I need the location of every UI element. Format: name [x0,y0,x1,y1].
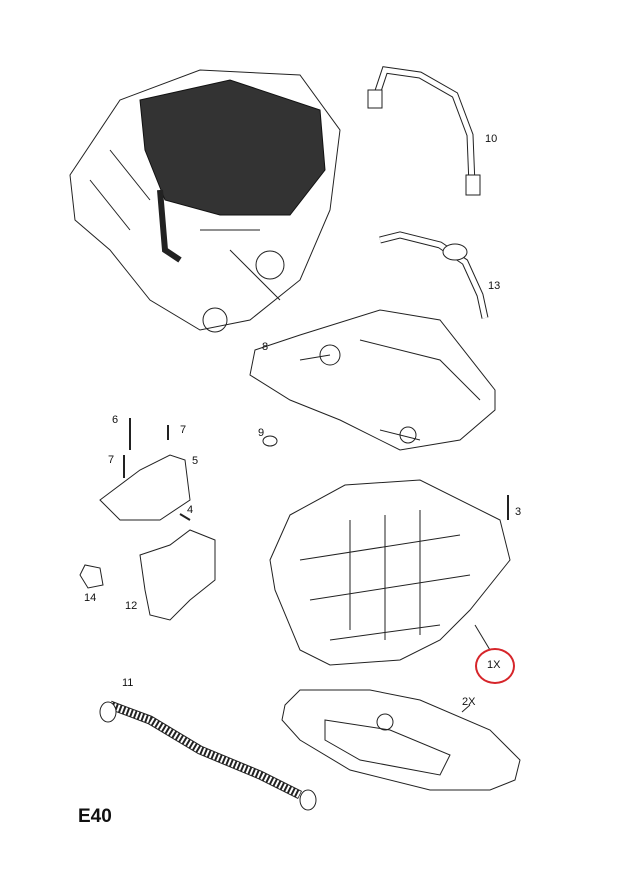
callout-1: 1X [487,659,501,671]
callout-14: 14 [84,592,97,604]
callout-13: 13 [488,280,501,292]
diagram-code: E40 [78,806,112,827]
callout-12: 12 [125,600,138,612]
callout-9: 9 [258,427,265,439]
engine-cover-8 [249,309,496,451]
highlight-circle [475,648,515,684]
callout-8: 8 [262,341,269,353]
callout-7-bottom: 7 [108,454,115,466]
callout-5: 5 [192,455,199,467]
callout-7-top: 7 [180,424,187,436]
callout-6: 6 [112,414,119,426]
hose-11 [99,700,317,811]
callout-11: 11 [122,677,134,689]
engine-assembly [69,69,341,333]
callout-2: 2X [462,696,476,708]
intake-manifold-1 [269,479,511,666]
hose-13 [379,231,489,319]
hose-10 [367,66,481,196]
small-parts [79,418,509,621]
callout-10: 10 [485,133,498,145]
gasket-2 [281,689,521,791]
callout-3: 3 [515,506,522,518]
callout-4: 4 [187,504,194,516]
